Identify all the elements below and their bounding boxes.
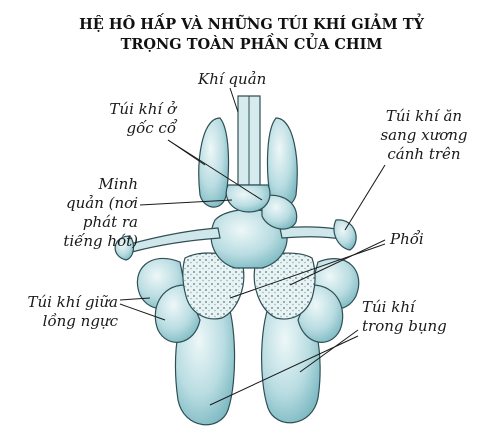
cervical-air-sac-left (198, 117, 230, 208)
humeral-air-sac-tube-left (129, 227, 221, 253)
pointer-long-nguc-1 (119, 297, 151, 301)
cervical-air-sac-right (266, 117, 298, 208)
pointer-phoi-1 (289, 239, 386, 286)
humeral-air-sac-right (333, 219, 357, 251)
label-phoi: Phổi (390, 230, 424, 248)
diagram-title-line-2: TRỌNG TOÀN PHẦN CỦA CHIM (120, 36, 383, 53)
diagram-title-line-1: HỆ HÔ HẤP VÀ NHỮNG TÚI KHÍ GIẢM TỶ (79, 16, 424, 33)
label-tui-khi-long-nguc: Túi khí giữa lồng ngực (27, 293, 118, 330)
lung-right (253, 252, 316, 320)
cervical-air-sac-lower-right (261, 194, 298, 230)
pointer-minh-quan (139, 199, 233, 206)
pointer-bung-2 (209, 335, 359, 406)
label-minh-quan: Minh quản (nơi phát ra tiếng hót) (63, 175, 138, 250)
label-tui-khi-bung: Túi khí trong bụng (362, 298, 447, 335)
label-khi-quan: Khí quản (198, 70, 267, 88)
humeral-air-sac-left (114, 235, 135, 261)
syrinx (225, 184, 271, 213)
label-tui-khi-goc-co: Túi khí ở gốc cổ (109, 100, 176, 137)
label-tui-khi-canh: Túi khí ăn sang xương cánh trên (380, 107, 468, 163)
pointer-phoi-2 (229, 243, 386, 299)
pointer-bung-1 (299, 329, 359, 373)
pointer-khi-quan (229, 87, 239, 113)
pointer-long-nguc-2 (119, 303, 166, 321)
pointer-goc-co-2 (167, 139, 263, 201)
pointer-canh (344, 164, 386, 231)
